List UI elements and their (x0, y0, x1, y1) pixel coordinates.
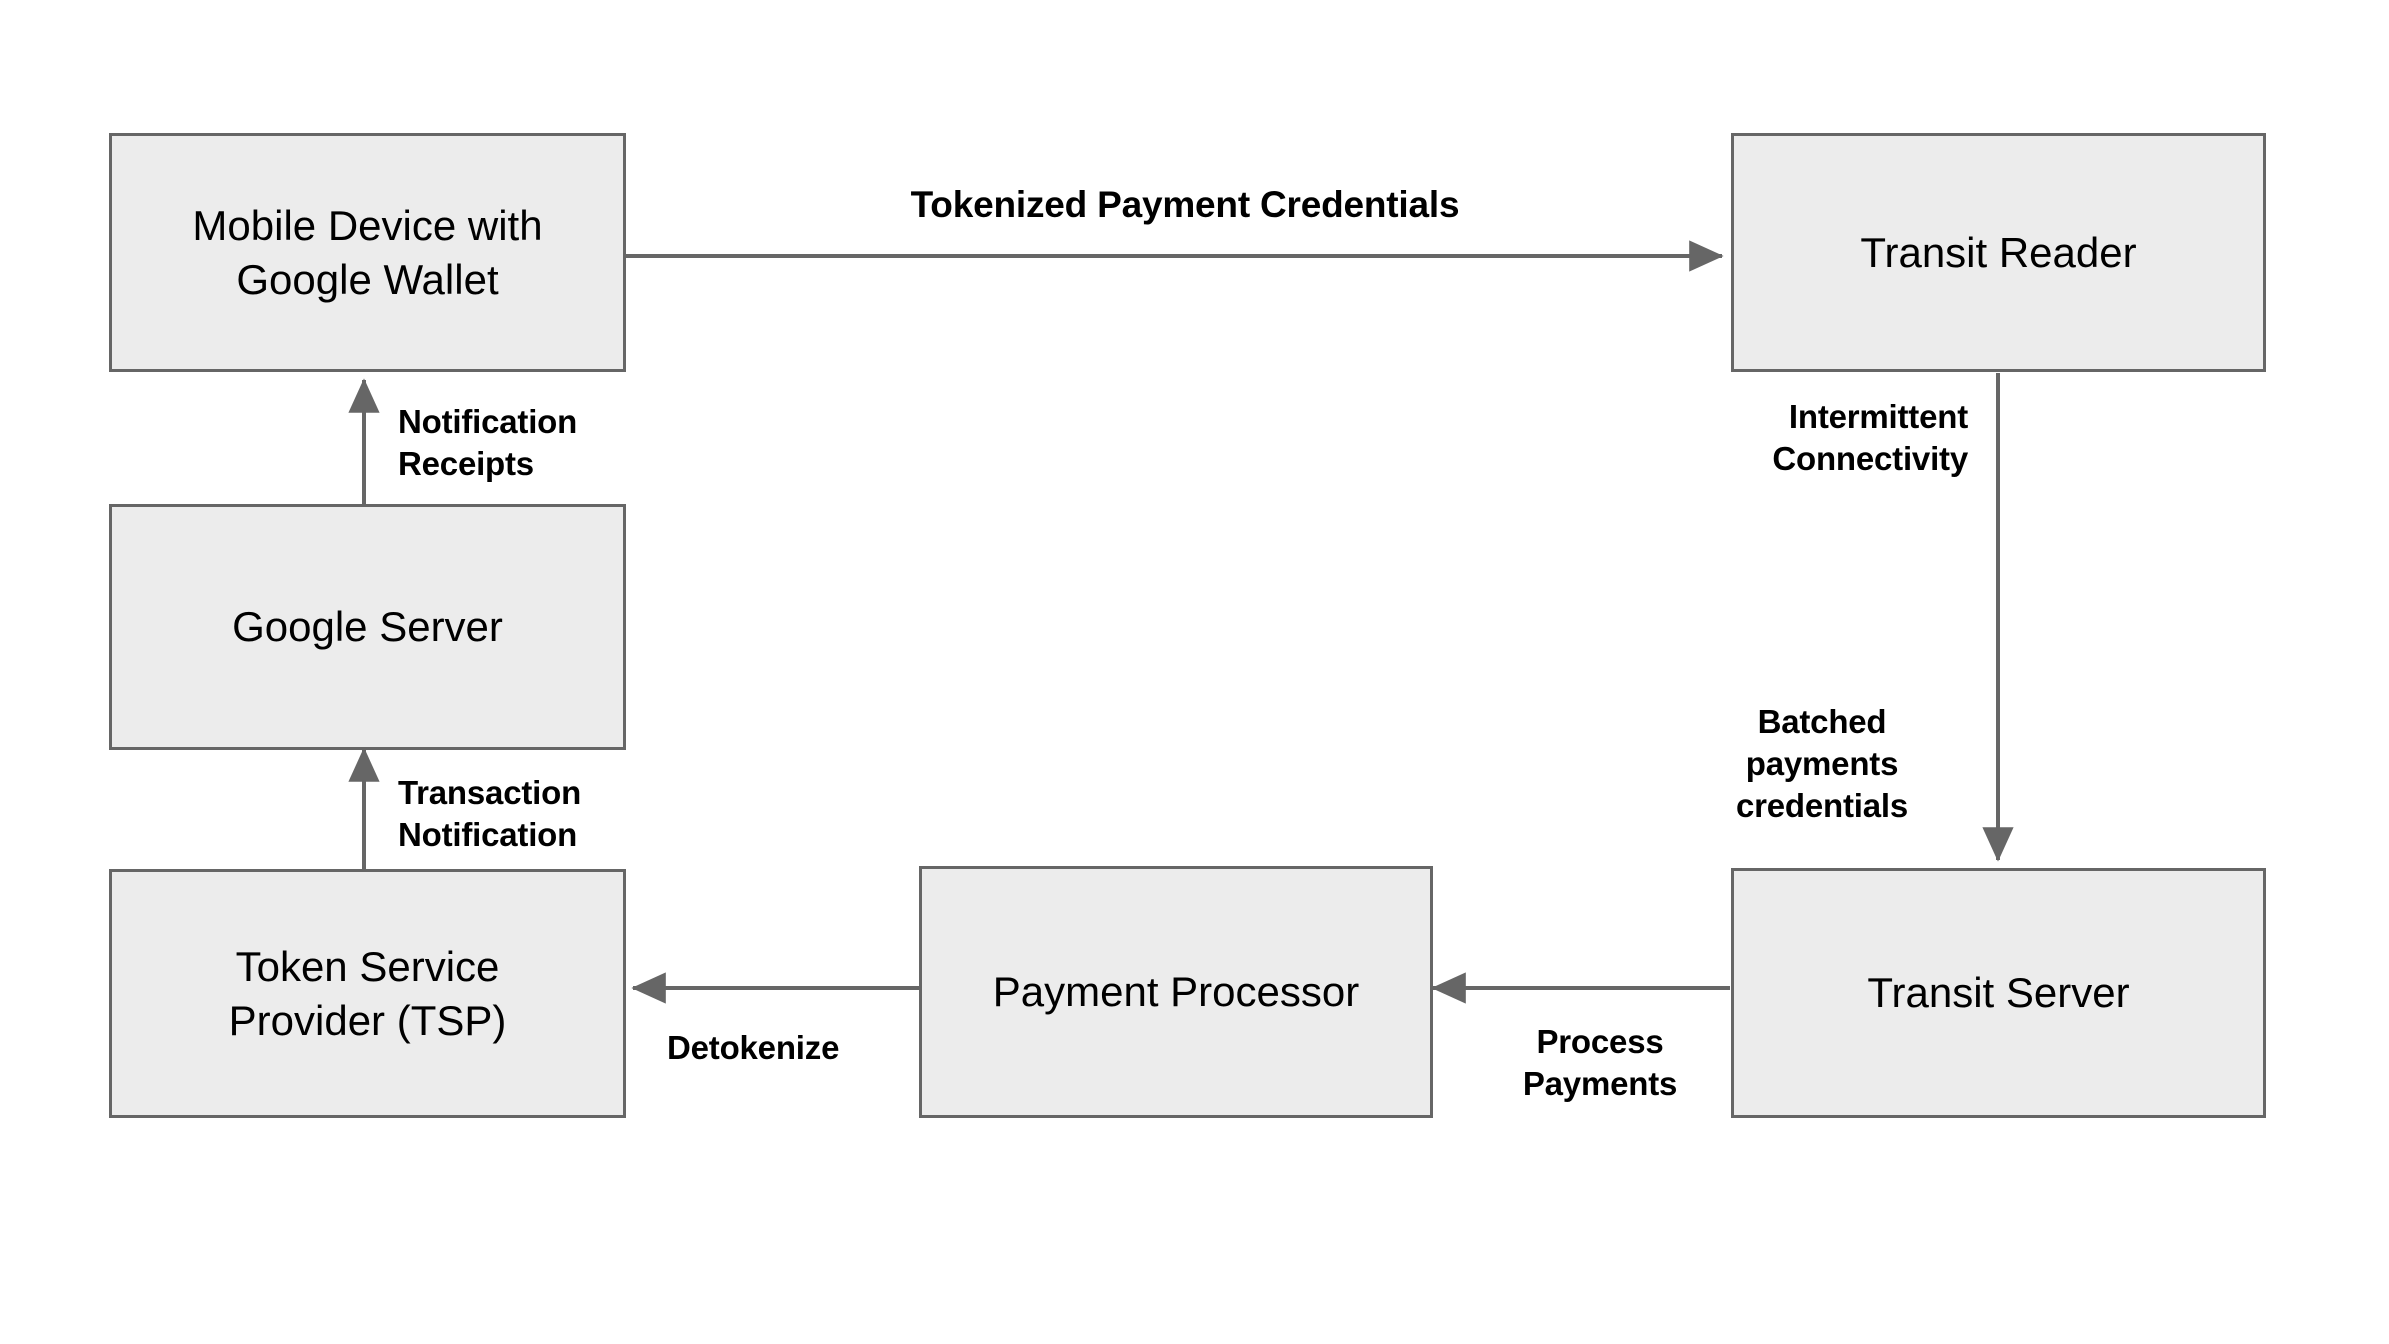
node-token-service-provider[interactable]: Token Service Provider (TSP) (109, 869, 626, 1118)
node-transit-server[interactable]: Transit Server (1731, 868, 2266, 1118)
node-google-server[interactable]: Google Server (109, 504, 626, 750)
node-google-server-label: Google Server (232, 603, 503, 651)
edge-label-process-payments: Process Payments (1522, 1023, 1678, 1103)
node-transit-reader[interactable]: Transit Reader (1731, 133, 2266, 372)
edge-label-intermittent-connectivity: Intermittent Connectivity (1772, 398, 1968, 478)
node-token-service-provider-label: Token Service Provider (TSP) (228, 942, 507, 1044)
node-mobile-device-label: Mobile Device with Google Wallet (192, 201, 543, 303)
edge-label-notification-receipts: Notification Receipts (398, 403, 578, 483)
node-transit-server-label: Transit Server (1867, 969, 2130, 1017)
node-payment-processor[interactable]: Payment Processor (919, 866, 1433, 1118)
node-mobile-device[interactable]: Mobile Device with Google Wallet (109, 133, 626, 372)
edge-label-transaction-notification: Transaction Notification (398, 774, 582, 854)
edge-label-tokenized-payment-credentials: Tokenized Payment Credentials (910, 184, 1460, 225)
edge-label-detokenize: Detokenize (667, 1029, 840, 1066)
edge-label-batched-payments-credentials: Batched payments credentials (1735, 703, 1909, 825)
node-transit-reader-label: Transit Reader (1860, 228, 2137, 276)
node-payment-processor-label: Payment Processor (992, 968, 1360, 1016)
